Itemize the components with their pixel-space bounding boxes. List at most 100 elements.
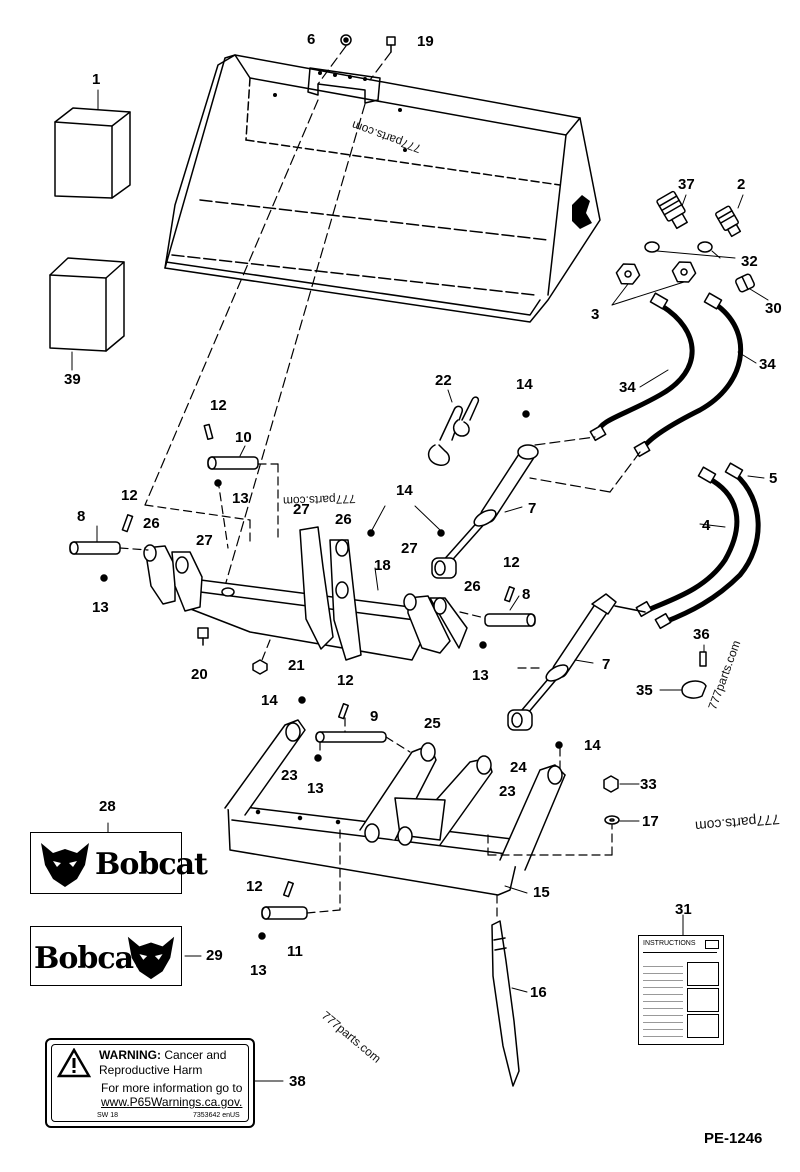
callout-32: 32	[741, 253, 758, 270]
callout-13: 13	[307, 780, 324, 797]
callout-12: 12	[121, 487, 138, 504]
washer-17-shape	[604, 815, 620, 825]
callout-12: 12	[337, 672, 354, 689]
callout-26: 26	[464, 578, 481, 595]
callout-35: 35	[636, 682, 653, 699]
callout-18: 18	[374, 557, 391, 574]
warning-decal-38: WARNING: Cancer and Reproductive Harm Fo…	[45, 1038, 255, 1128]
manual-figure	[687, 988, 719, 1012]
callout-27: 27	[293, 501, 310, 518]
pin-11-shape	[261, 906, 308, 920]
pin-9-shape	[315, 731, 387, 743]
bolt-19-shape	[386, 36, 396, 53]
callout-26: 26	[335, 511, 352, 528]
callout-28: 28	[99, 798, 116, 815]
callout-14: 14	[396, 482, 413, 499]
manual-book-icon	[705, 940, 719, 949]
warning-line-2: Reproductive Harm	[99, 1063, 203, 1077]
callout-38: 38	[289, 1073, 306, 1090]
callout-37: 37	[678, 176, 695, 193]
decal-28: Bobcat	[30, 832, 208, 894]
warning-decal-border	[51, 1044, 249, 1122]
callout-4: 4	[702, 517, 711, 534]
callout-27: 27	[401, 540, 418, 557]
callout-13: 13	[232, 490, 249, 507]
callout-1: 1	[92, 71, 101, 88]
decal-29: Bobcat	[30, 926, 182, 986]
manual-text-lines	[643, 960, 683, 1038]
clips-22-shape	[427, 396, 480, 466]
warning-heading: WARNING:	[99, 1048, 161, 1062]
callout-26: 26	[143, 515, 160, 532]
callout-2: 2	[737, 176, 746, 193]
manual-figure	[687, 962, 719, 986]
callout-7-lower: 7	[602, 656, 611, 673]
callout-21: 21	[288, 657, 305, 674]
callout-23: 23	[499, 783, 516, 800]
callout-10: 10	[235, 429, 252, 446]
callout-34: 34	[619, 379, 636, 396]
callout-12: 12	[210, 397, 227, 414]
callout-19: 19	[417, 33, 434, 50]
callout-27: 27	[196, 532, 213, 549]
callout-24: 24	[510, 759, 527, 776]
warning-code-left: SW 18	[97, 1112, 119, 1119]
callout-14: 14	[584, 737, 601, 754]
callout-20: 20	[191, 666, 208, 683]
document-code: PE-1246	[704, 1130, 763, 1147]
callout-3: 3	[591, 306, 600, 323]
warning-line-1-rest: Cancer and	[164, 1048, 227, 1062]
callout-6: 6	[307, 31, 316, 48]
callout-13: 13	[250, 962, 267, 979]
bolt-6-shape	[340, 34, 352, 46]
bobcat-head-icon	[41, 843, 89, 887]
cylinder-7-lower-shape	[507, 593, 646, 731]
brand-logo-text: Bobcat	[34, 941, 147, 976]
callout-14: 14	[516, 376, 533, 393]
callout-11: 11	[287, 943, 303, 960]
callout-8-left: 8	[77, 508, 86, 525]
manual-figure	[687, 1014, 719, 1038]
box-39-shape	[49, 257, 125, 352]
callout-13: 13	[92, 599, 109, 616]
callout-33: 33	[640, 776, 657, 793]
callout-34: 34	[759, 356, 776, 373]
callout-12: 12	[246, 878, 263, 895]
callout-7-upper: 7	[528, 500, 537, 517]
hook-35-shape	[681, 680, 707, 699]
cylinder-7-upper-shape	[431, 444, 539, 579]
callout-17: 17	[642, 813, 659, 830]
watermark: 777parts.com	[282, 491, 356, 509]
callout-30: 30	[765, 300, 782, 317]
pin-10-shape	[207, 456, 259, 470]
callout-22: 22	[435, 372, 452, 389]
pin-8-right-shape	[484, 613, 536, 627]
mount-frame-18-shape	[143, 526, 468, 661]
oring-32-shapes	[644, 241, 713, 253]
callout-15: 15	[533, 884, 550, 901]
callout-25: 25	[424, 715, 441, 732]
callout-8-right: 8	[522, 586, 531, 603]
brand-logo-text: Bobcat	[95, 847, 208, 882]
cap-30-shape	[735, 273, 755, 293]
manual-divider	[643, 952, 717, 953]
callout-16: 16	[530, 984, 547, 1001]
coupler-3-shapes	[615, 261, 697, 285]
warning-url: www.P65Warnings.ca.gov.	[101, 1095, 243, 1109]
bobcat-head-icon	[127, 936, 175, 980]
callout-31: 31	[675, 901, 692, 918]
warning-triangle-icon	[57, 1048, 91, 1078]
callout-13: 13	[472, 667, 489, 684]
bucket-shape	[164, 54, 601, 323]
nut-33-shape	[603, 775, 619, 793]
manual-title: INSTRUCTIONS	[643, 940, 696, 947]
warning-line-1: WARNING: Cancer and	[99, 1048, 226, 1062]
pin-8-left-shape	[69, 541, 121, 555]
hose-4-pair-shape	[635, 462, 761, 630]
callout-29: 29	[206, 947, 223, 964]
callout-39: 39	[64, 371, 81, 388]
fitting-2-shape	[715, 205, 742, 238]
callout-36: 36	[693, 626, 710, 643]
